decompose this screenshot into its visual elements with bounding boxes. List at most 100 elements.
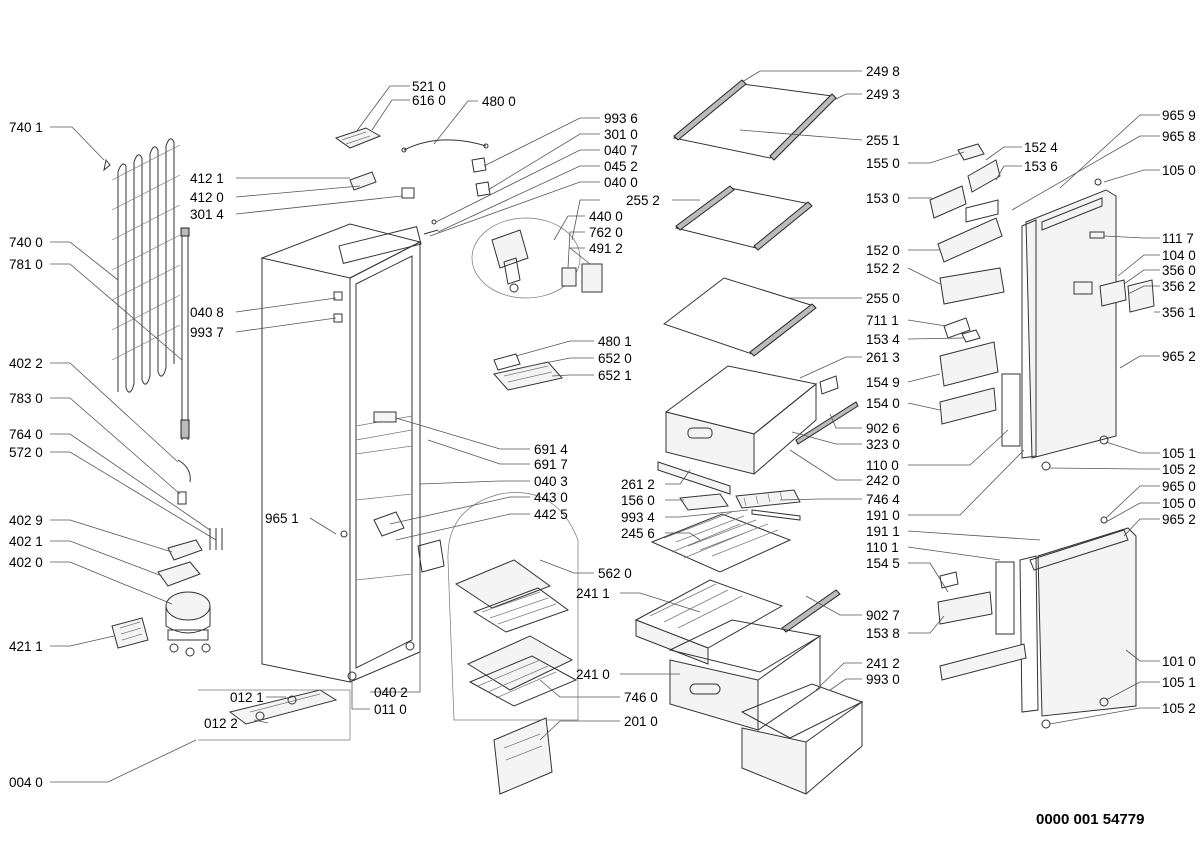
- label-443-0: 443 0: [534, 490, 568, 505]
- label-101-0: 101 0: [1162, 654, 1196, 669]
- label-241-0: 241 0: [576, 667, 610, 682]
- label-045-2: 045 2: [604, 159, 638, 174]
- label-652-1: 652 1: [598, 368, 632, 383]
- label-781-0: 781 0: [9, 257, 43, 272]
- label-965-1-cabinet: 965 1: [265, 511, 299, 526]
- label-105-0-top: 105 0: [1162, 163, 1196, 178]
- crisper-cover-parts: [657, 461, 801, 521]
- label-011-0: 011 0: [374, 702, 407, 717]
- label-155-0: 155 0: [866, 156, 900, 171]
- freezer-drawer-upper: [634, 579, 841, 665]
- label-356-1: 356 1: [1162, 305, 1196, 320]
- label-965-2-top: 965 2: [1162, 349, 1196, 364]
- fridge-door: [1001, 178, 1155, 471]
- label-105-1-top: 105 1: [1162, 446, 1196, 461]
- label-902-6: 902 6: [866, 421, 900, 436]
- small-pipe-parts: [177, 459, 223, 550]
- label-105-2-bottom: 105 2: [1162, 701, 1196, 716]
- label-154-9: 154 9: [866, 375, 900, 390]
- label-105-0-bottom: 105 0: [1162, 496, 1196, 511]
- label-110-1: 110 1: [866, 540, 899, 555]
- label-191-1: 191 1: [866, 524, 900, 539]
- label-764-0: 764 0: [9, 427, 43, 442]
- label-241-2: 241 2: [866, 656, 900, 671]
- top-control-parts: [334, 127, 491, 235]
- label-154-0: 154 0: [866, 396, 900, 411]
- drain-tube: [180, 227, 190, 440]
- label-356-0: 356 0: [1162, 263, 1196, 278]
- label-040-8: 040 8: [190, 305, 224, 320]
- label-902-7: 902 7: [866, 608, 900, 623]
- label-040-0: 040 0: [604, 175, 638, 190]
- label-152-2: 152 2: [866, 261, 900, 276]
- label-965-2-bottom: 965 2: [1162, 512, 1196, 527]
- label-105-1-bottom: 105 1: [1162, 675, 1196, 690]
- label-153-0: 153 0: [866, 191, 900, 206]
- label-255-0: 255 0: [866, 291, 900, 306]
- label-783-0: 783 0: [9, 391, 43, 406]
- label-740-1: 740 1: [9, 120, 43, 135]
- label-012-1: 012 1: [230, 690, 264, 705]
- label-040-2: 040 2: [374, 685, 408, 700]
- label-153-4: 153 4: [866, 332, 900, 347]
- label-104-0: 104 0: [1162, 248, 1196, 263]
- label-111-7: 111 7: [1162, 231, 1194, 246]
- label-201-0: 201 0: [624, 714, 658, 729]
- label-652-0: 652 0: [598, 351, 632, 366]
- label-105-2-top: 105 2: [1162, 462, 1196, 477]
- freezer-drawer-middle: [668, 619, 822, 731]
- label-572-0: 572 0: [9, 445, 43, 460]
- label-261-3: 261 3: [866, 350, 900, 365]
- label-746-0: 746 0: [624, 690, 658, 705]
- label-152-0: 152 0: [866, 243, 900, 258]
- label-245-6: 245 6: [621, 526, 655, 541]
- label-323-0: 323 0: [866, 437, 900, 452]
- label-156-0: 156 0: [621, 493, 655, 508]
- label-004-0: 004 0: [9, 775, 43, 790]
- crisper-drawer: [664, 365, 859, 475]
- label-255-1: 255 1: [866, 133, 900, 148]
- label-691-4: 691 4: [534, 442, 568, 457]
- leader-lines: [50, 70, 1160, 783]
- freezer-grid-shelf: [650, 511, 792, 573]
- label-242-0: 242 0: [866, 473, 900, 488]
- back-cover: [493, 717, 553, 795]
- label-154-5: 154 5: [866, 556, 900, 571]
- label-965-8: 965 8: [1162, 129, 1196, 144]
- label-412-1: 412 1: [190, 171, 224, 186]
- condenser-coil: [103, 138, 181, 393]
- freezer-evaporator: [447, 492, 579, 721]
- label-261-2: 261 2: [621, 477, 655, 492]
- label-402-1: 402 1: [9, 534, 43, 549]
- document-code: 0000 001 54779: [1036, 811, 1144, 828]
- label-301-0: 301 0: [604, 127, 638, 142]
- label-740-0: 740 0: [9, 235, 43, 250]
- label-616-0: 616 0: [412, 93, 446, 108]
- label-412-0: 412 0: [190, 190, 224, 205]
- glass-shelf-top: [672, 79, 837, 161]
- glass-shelf-middle: [674, 185, 813, 251]
- label-402-9: 402 9: [9, 513, 43, 528]
- label-442-5: 442 5: [534, 507, 568, 522]
- label-040-3: 040 3: [534, 474, 568, 489]
- label-110-0: 110 0: [866, 458, 899, 473]
- label-965-9: 965 9: [1162, 108, 1196, 123]
- label-711-1: 711 1: [866, 313, 899, 328]
- label-521-0: 521 0: [412, 79, 446, 94]
- label-993-6: 993 6: [604, 111, 638, 126]
- label-480-0: 480 0: [482, 94, 516, 109]
- door-shelves: [929, 143, 1005, 425]
- label-762-0: 762 0: [589, 225, 623, 240]
- label-691-7: 691 7: [534, 457, 568, 472]
- compressor-assembly: [157, 539, 211, 657]
- label-421-1: 421 1: [9, 639, 43, 654]
- label-440-0: 440 0: [589, 209, 623, 224]
- cabinet-base-rail: [198, 689, 351, 741]
- label-746-4: 746 4: [866, 492, 900, 507]
- part-labels: 740 1 740 0 781 0 402 2 783 0 764 0 572 …: [9, 64, 1196, 828]
- label-012-2: 012 2: [204, 716, 238, 731]
- label-993-4: 993 4: [621, 510, 655, 525]
- label-301-4: 301 4: [190, 207, 224, 222]
- label-480-1: 480 1: [598, 334, 632, 349]
